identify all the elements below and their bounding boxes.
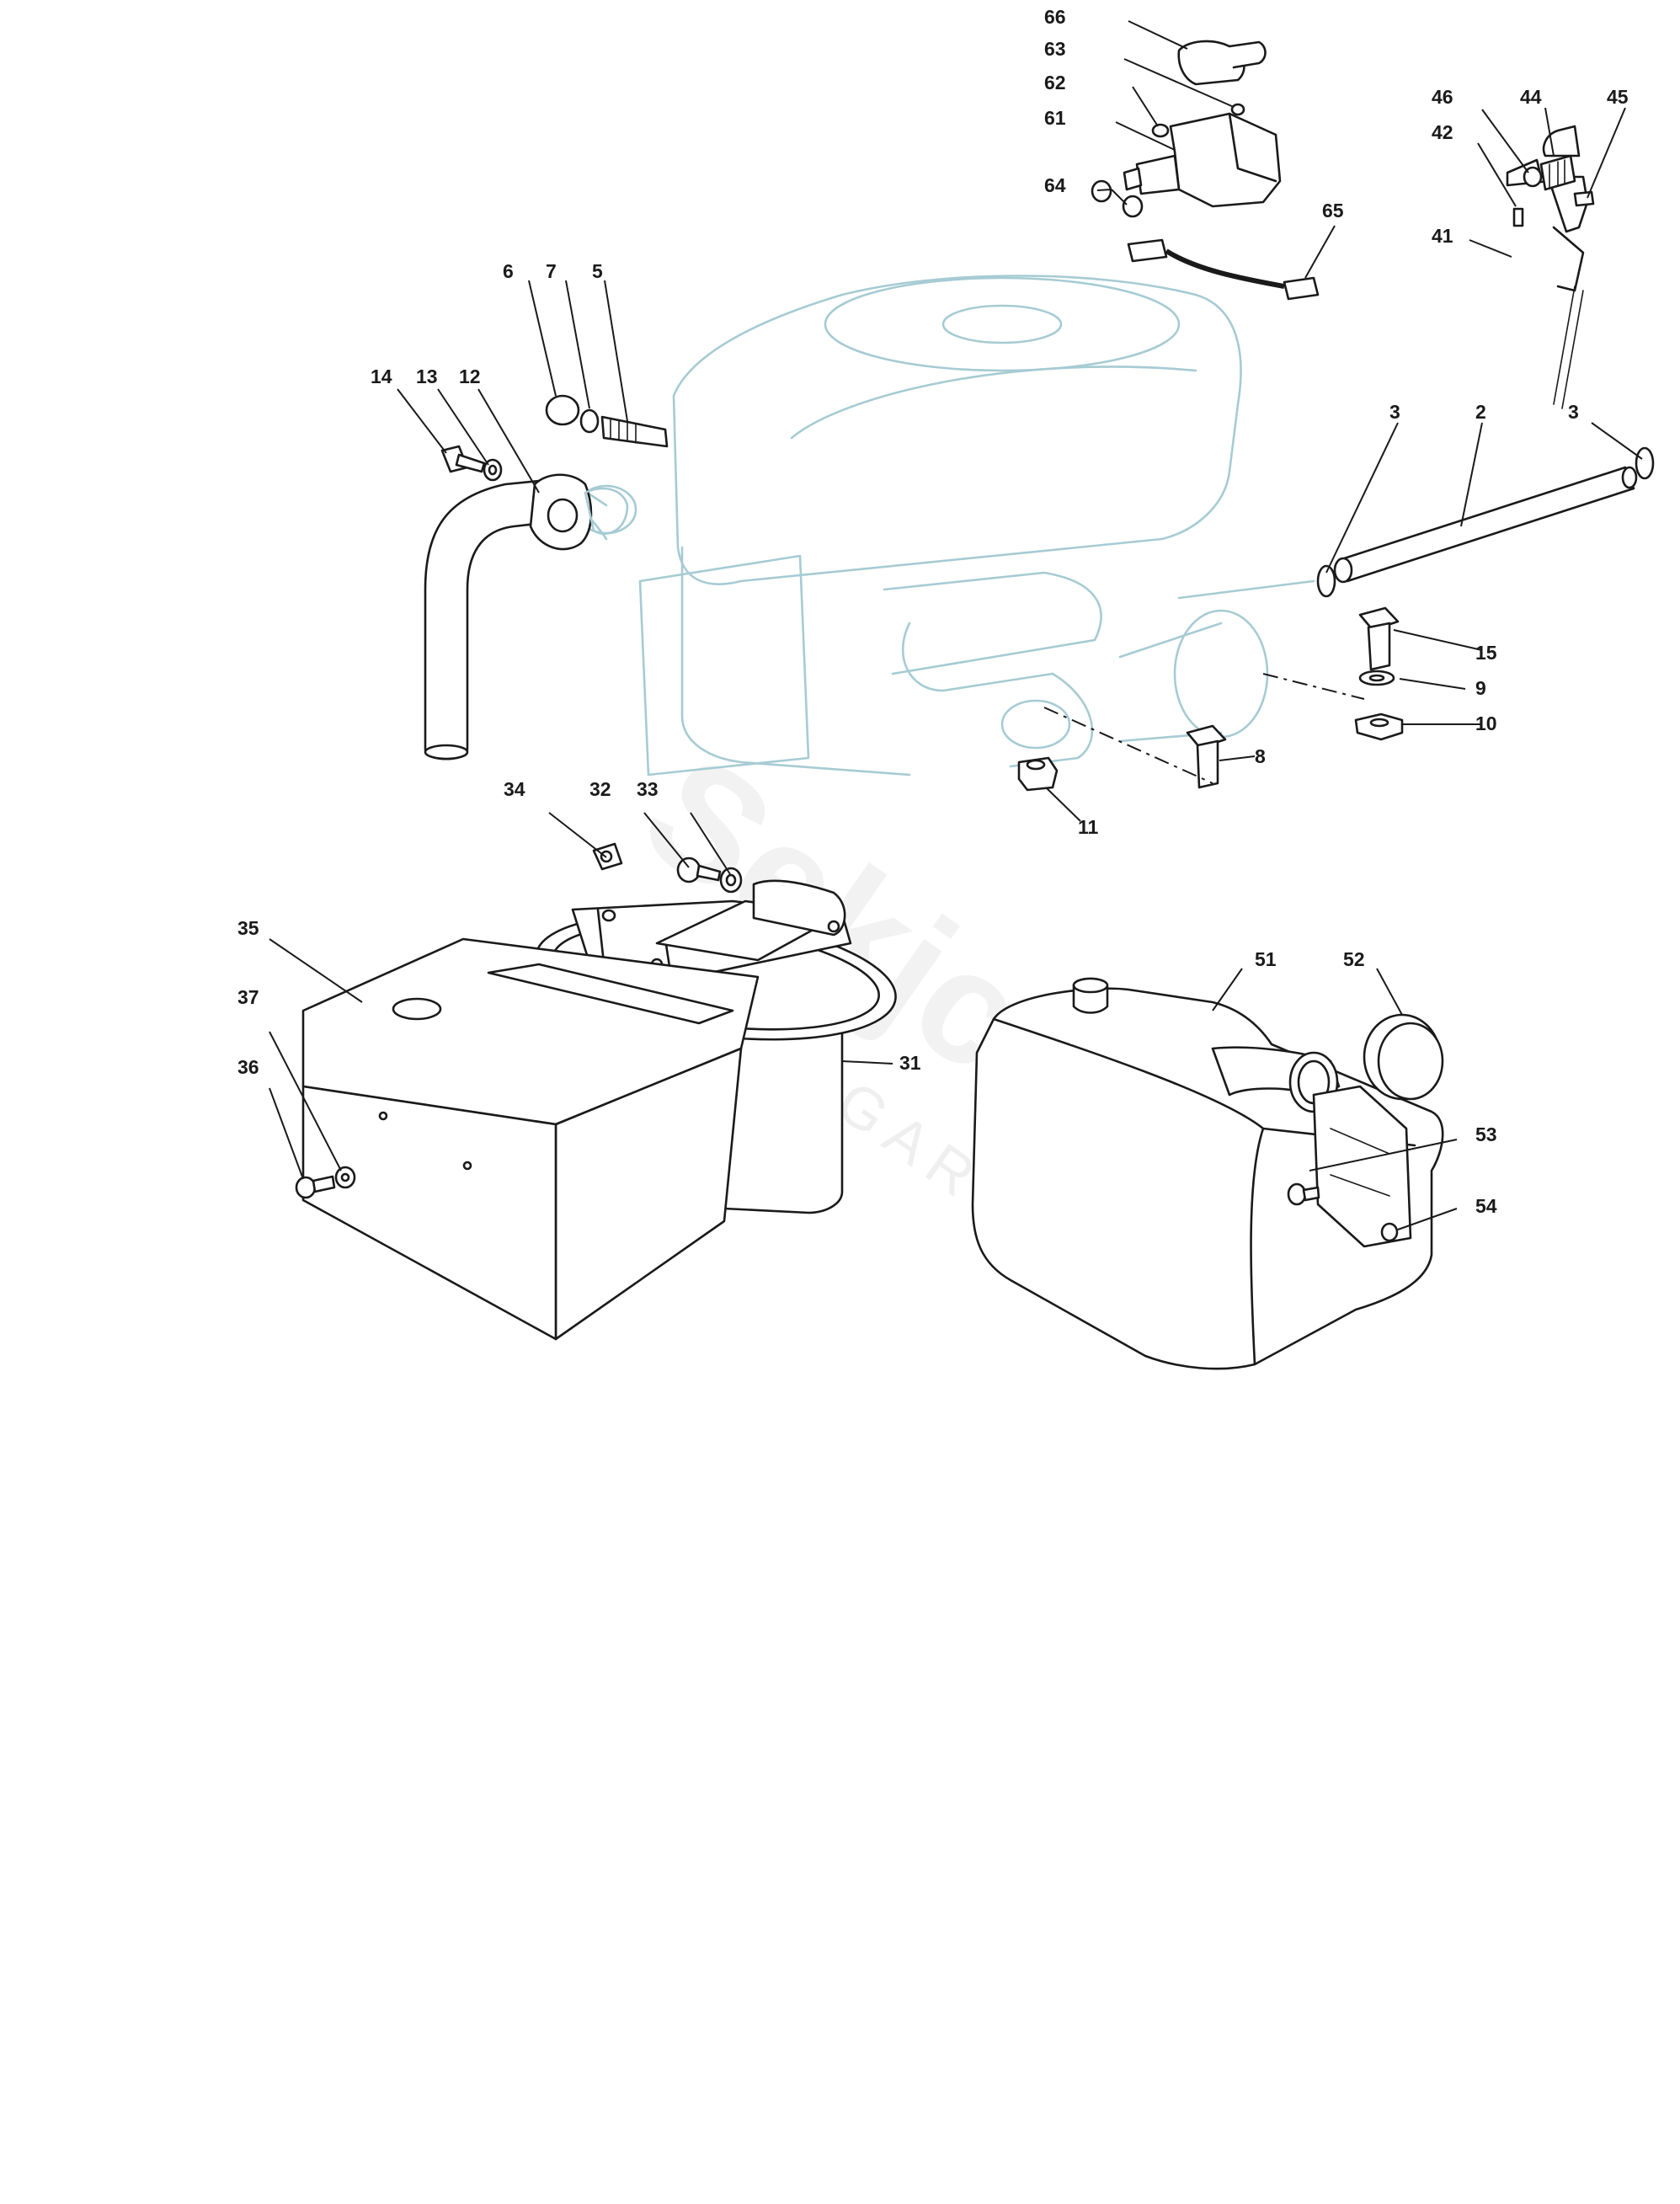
callout-10: 10 — [1475, 712, 1497, 734]
callout-37: 37 — [237, 986, 259, 1008]
callout-35: 35 — [237, 917, 259, 939]
fuel-tank-51 — [971, 977, 1444, 1370]
dash-line — [1043, 707, 1213, 784]
cover-box-35 — [301, 937, 760, 1341]
callout-32: 32 — [589, 778, 611, 800]
bolt-14 — [440, 445, 503, 482]
callout-62: 62 — [1044, 72, 1066, 93]
callout-labels: 66 63 62 61 64 65 46 44 45 42 41 6 7 5 1… — [237, 6, 1629, 1217]
callout-11: 11 — [1078, 816, 1099, 838]
callout-53: 53 — [1475, 1123, 1497, 1145]
callout-3-right: 3 — [1568, 401, 1579, 423]
bolt-15 — [1354, 606, 1404, 741]
callout-44: 44 — [1520, 86, 1542, 108]
dash-line — [1262, 673, 1365, 700]
callout-41: 41 — [1432, 225, 1453, 247]
hose-clip-3 — [1316, 446, 1655, 598]
wire-harness-65 — [1127, 238, 1320, 301]
callout-31: 31 — [899, 1052, 921, 1074]
clamp-44 — [1512, 154, 1595, 227]
callout-5: 5 — [592, 260, 603, 282]
callout-46: 46 — [1432, 86, 1453, 108]
callout-13: 13 — [416, 366, 438, 387]
callout-64: 64 — [1044, 174, 1066, 196]
engine-outline — [575, 275, 1315, 776]
callout-42: 42 — [1432, 121, 1453, 143]
callout-52: 52 — [1343, 948, 1365, 970]
callout-9: 9 — [1475, 677, 1486, 699]
callout-66: 66 — [1044, 6, 1066, 28]
bolt-32 — [676, 857, 743, 894]
callout-36: 36 — [237, 1056, 259, 1078]
ignition-switch-61 — [1091, 40, 1282, 218]
callout-34: 34 — [504, 778, 525, 800]
callout-63: 63 — [1044, 38, 1066, 60]
bolt-36 — [295, 1166, 356, 1199]
callout-15: 15 — [1475, 642, 1497, 664]
callout-51: 51 — [1255, 948, 1277, 970]
leader-lines — [269, 20, 1643, 1230]
callout-2: 2 — [1475, 401, 1486, 423]
callout-14: 14 — [371, 366, 392, 387]
fuel-hose-2 — [1333, 466, 1638, 584]
callout-65: 65 — [1322, 200, 1344, 221]
callout-8: 8 — [1255, 745, 1266, 767]
cage-nut-34 — [592, 842, 623, 871]
callout-61: 61 — [1044, 107, 1066, 129]
callout-7: 7 — [546, 260, 557, 282]
callout-45: 45 — [1607, 86, 1629, 108]
stud-5 — [545, 394, 669, 448]
callout-3-left: 3 — [1389, 401, 1400, 423]
drain-plug-11 — [1017, 756, 1059, 792]
gasket — [584, 487, 629, 536]
bolt-8 — [1186, 724, 1227, 789]
callout-12: 12 — [459, 366, 481, 387]
callout-54: 54 — [1475, 1195, 1497, 1217]
callout-33: 33 — [637, 778, 659, 800]
callout-6: 6 — [503, 260, 514, 282]
exhaust-pipe-12 — [424, 473, 593, 760]
